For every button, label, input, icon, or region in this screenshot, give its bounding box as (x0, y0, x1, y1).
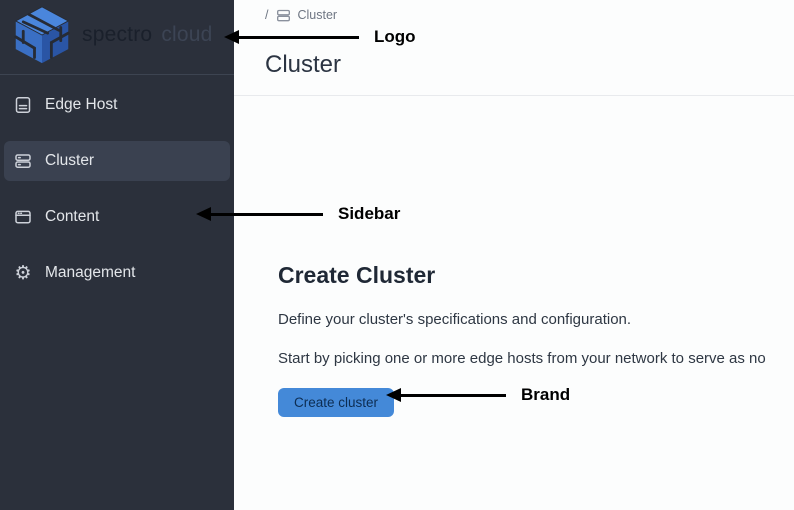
sidebar-item-management[interactable]: ⚙ Management (4, 253, 230, 293)
main-content: / Cluster Cluster Create Cluster Define … (234, 0, 794, 510)
page-title: Cluster (265, 51, 342, 78)
sidebar-item-content[interactable]: Content (4, 197, 230, 237)
content-icon (14, 208, 32, 226)
section-heading: Create Cluster (278, 262, 436, 288)
gear-icon: ⚙ (14, 261, 32, 284)
page-header: / Cluster Cluster (234, 0, 794, 96)
breadcrumb: / Cluster (265, 5, 794, 25)
sidebar-item-label: Content (45, 208, 100, 225)
description-line-1: Define your cluster's specifications and… (278, 311, 632, 328)
sidebar-item-label: Cluster (45, 152, 95, 169)
brand-wordmark-secondary: cloud (161, 23, 213, 46)
logo[interactable]: spectro cloud (0, 0, 234, 75)
management-icon: ⚙ (14, 261, 32, 284)
sidebar-nav: Edge Host Cluster (0, 75, 234, 309)
sidebar-item-label: Management (45, 264, 136, 281)
cluster-icon (14, 152, 32, 170)
breadcrumb-separator: / (265, 8, 269, 22)
breadcrumb-current[interactable]: Cluster (297, 8, 338, 22)
brand-wordmark: spectro cloud (82, 23, 213, 47)
sidebar-item-edge-host[interactable]: Edge Host (4, 85, 230, 125)
brand-wordmark-primary: spectro (82, 23, 153, 46)
create-cluster-button[interactable]: Create cluster (278, 388, 395, 417)
edge-host-icon (14, 96, 32, 114)
cluster-icon (276, 8, 291, 23)
sidebar: spectro cloud Edge Host (0, 0, 234, 510)
description-line-2: Start by picking one or more edge hosts … (278, 350, 766, 367)
create-cluster-section: Create Cluster Define your cluster's spe… (234, 96, 794, 417)
spectro-cloud-logo-icon (14, 6, 70, 64)
sidebar-item-label: Edge Host (45, 96, 118, 113)
sidebar-item-cluster[interactable]: Cluster (4, 141, 230, 181)
